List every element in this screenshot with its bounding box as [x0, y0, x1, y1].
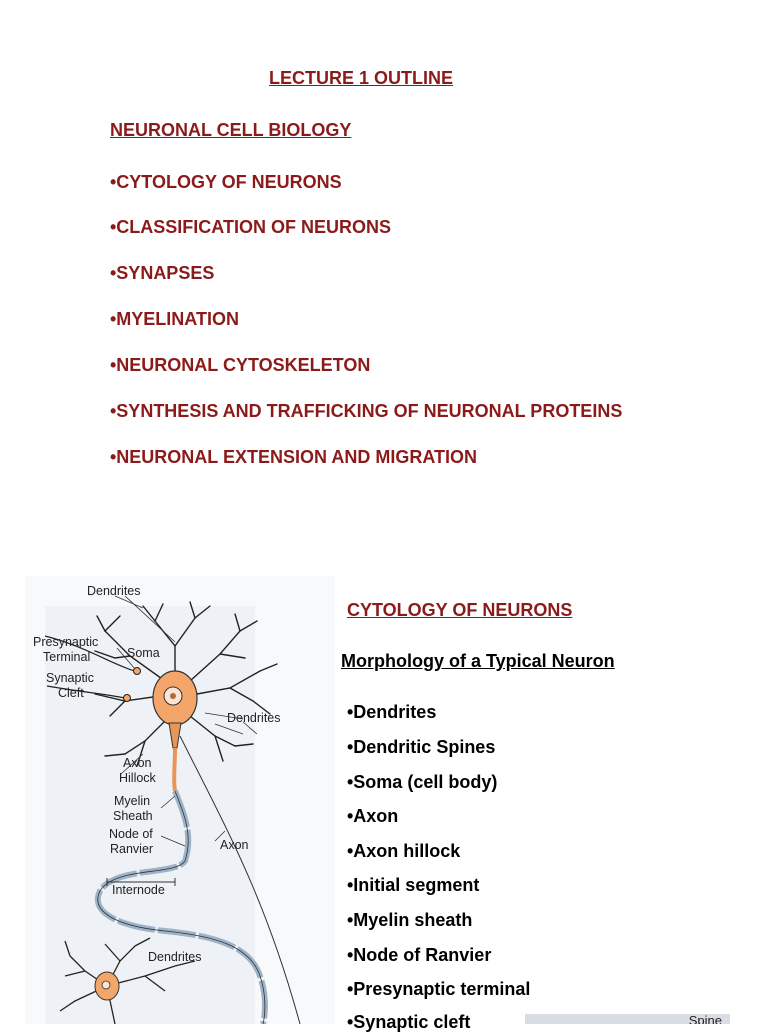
axon-line [179, 735, 301, 1024]
label-presynaptic-terminal: Terminal [43, 650, 90, 664]
list-item: •Dendritic Spines [347, 737, 496, 757]
label-presynaptic-terminal: Presynaptic [33, 635, 98, 649]
presynaptic-bouton [123, 694, 131, 702]
list-item: •Axon hillock [347, 841, 461, 861]
label-myelin-sheath: Myelin [114, 794, 150, 808]
pointer-lines [114, 595, 258, 847]
outline-item: •SYNAPSES [110, 263, 215, 283]
spine-figure: Spine [525, 1014, 730, 1024]
initial-segment-shape [172, 747, 177, 792]
section-title: CYTOLOGY OF NEURONS [347, 600, 573, 620]
label-internode: Internode [112, 883, 165, 897]
page-title: LECTURE 1 OUTLINE [269, 68, 454, 88]
outline-heading: NEURONAL CELL BIOLOGY [110, 120, 352, 140]
presynaptic-bouton [133, 667, 141, 675]
list-item: •Synaptic cleft [347, 1012, 471, 1032]
label-dendrites-bottom: Dendrites [148, 950, 202, 964]
section-subheading: Morphology of a Typical Neuron [341, 651, 615, 671]
label-axon-hillock: Axon [123, 756, 152, 770]
list-item: •Presynaptic terminal [347, 979, 531, 999]
list-item: •Myelin sheath [347, 910, 473, 930]
label-dendrites-right: Dendrites [227, 711, 281, 725]
nucleolus-shape [170, 693, 176, 699]
list-item: •Initial segment [347, 875, 480, 895]
label-node-of-ranvier: Ranvier [110, 842, 153, 856]
outline-item: •CLASSIFICATION OF NEURONS [110, 217, 391, 237]
presynaptic-axon [44, 635, 136, 699]
label-axon-hillock: Hillock [119, 771, 157, 785]
label-synaptic-cleft: Synaptic [46, 671, 94, 685]
outline-item: •SYNTHESIS AND TRAFFICKING OF NEURONAL P… [110, 401, 623, 421]
list-item: •Dendrites [347, 702, 437, 722]
neuron-diagram: Dendrites Presynaptic Terminal Soma Syna… [25, 576, 335, 1024]
list-item: •Axon [347, 806, 399, 826]
spine-label: Spine [688, 1014, 722, 1024]
neuron-illustration: Dendrites Presynaptic Terminal Soma Syna… [33, 584, 301, 1024]
outline-item: •NEURONAL CYTOSKELETON [110, 355, 371, 375]
outline-item: •NEURONAL EXTENSION AND MIGRATION [110, 447, 477, 467]
label-soma: Soma [127, 646, 160, 660]
outline-item: •MYELINATION [110, 309, 239, 329]
label-node-of-ranvier: Node of [109, 827, 153, 841]
postsynaptic-nucleus-shape [101, 980, 111, 990]
dendrite-tree [94, 601, 278, 767]
list-item: •Soma (cell body) [347, 772, 498, 792]
list-item: •Node of Ranvier [347, 945, 492, 965]
label-axon: Axon [220, 838, 249, 852]
axon-outline [97, 790, 266, 1024]
label-dendrites: Dendrites [87, 584, 141, 598]
label-synaptic-cleft: Cleft [58, 686, 84, 700]
internode-bracket [106, 878, 176, 886]
outline-item: •CYTOLOGY OF NEURONS [110, 172, 342, 192]
label-myelin-sheath: Sheath [113, 809, 153, 823]
